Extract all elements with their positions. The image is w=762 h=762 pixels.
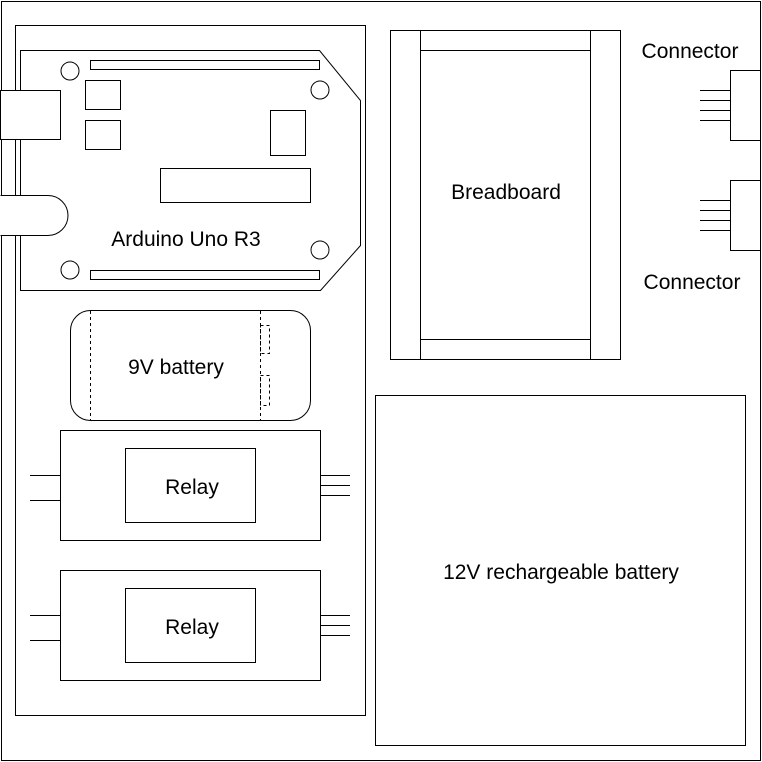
connector-top: Connector: [642, 40, 761, 141]
component-square: [85, 120, 121, 150]
breadboard-label: Breadboard: [451, 181, 561, 204]
mounting-hole: [310, 240, 330, 260]
relay-label: Relay: [165, 476, 219, 499]
microcontroller-chip: [160, 168, 311, 203]
bottom-header-strip: [90, 270, 320, 280]
connector-bottom: Connector: [644, 180, 761, 294]
relay-module-2: Relay: [30, 570, 350, 681]
battery-9v-label: 9V battery: [128, 356, 224, 379]
connector-bottom-label: Connector: [644, 271, 741, 294]
arduino-outline: [20, 50, 361, 291]
top-header-strip: [90, 60, 320, 70]
battery-9v: 9V battery: [70, 310, 311, 421]
battery-12v-outline: [375, 395, 746, 746]
breadboard: Breadboard: [390, 30, 621, 360]
arduino-board: Arduino Uno R3: [0, 50, 361, 291]
mounting-hole: [310, 80, 330, 100]
barrel-jack: [0, 195, 69, 236]
battery-9v-terminal: [260, 375, 270, 406]
breadboard-outline: [390, 30, 621, 360]
relay-component: [125, 588, 256, 663]
mounting-hole: [60, 61, 80, 81]
breadboard-center: [420, 30, 591, 360]
battery-9v-outline: [70, 310, 311, 421]
component-square: [85, 80, 121, 110]
connector-housing: [730, 180, 761, 251]
arduino-label: Arduino Uno R3: [111, 228, 260, 251]
component-chip: [270, 110, 306, 156]
connector-housing: [730, 70, 761, 141]
connector-top-label: Connector: [642, 40, 739, 63]
battery-9v-terminal: [260, 325, 270, 354]
left-mounting-panel: [15, 25, 366, 716]
relay-label: Relay: [165, 616, 219, 639]
usb-jack: [0, 90, 61, 140]
battery-12v-label: 12V rechargeable battery: [443, 561, 679, 584]
mounting-hole: [60, 260, 80, 280]
battery-12v: 12V rechargeable battery: [375, 395, 746, 746]
relay-component: [125, 448, 256, 523]
relay-module-1: Relay: [30, 430, 350, 541]
